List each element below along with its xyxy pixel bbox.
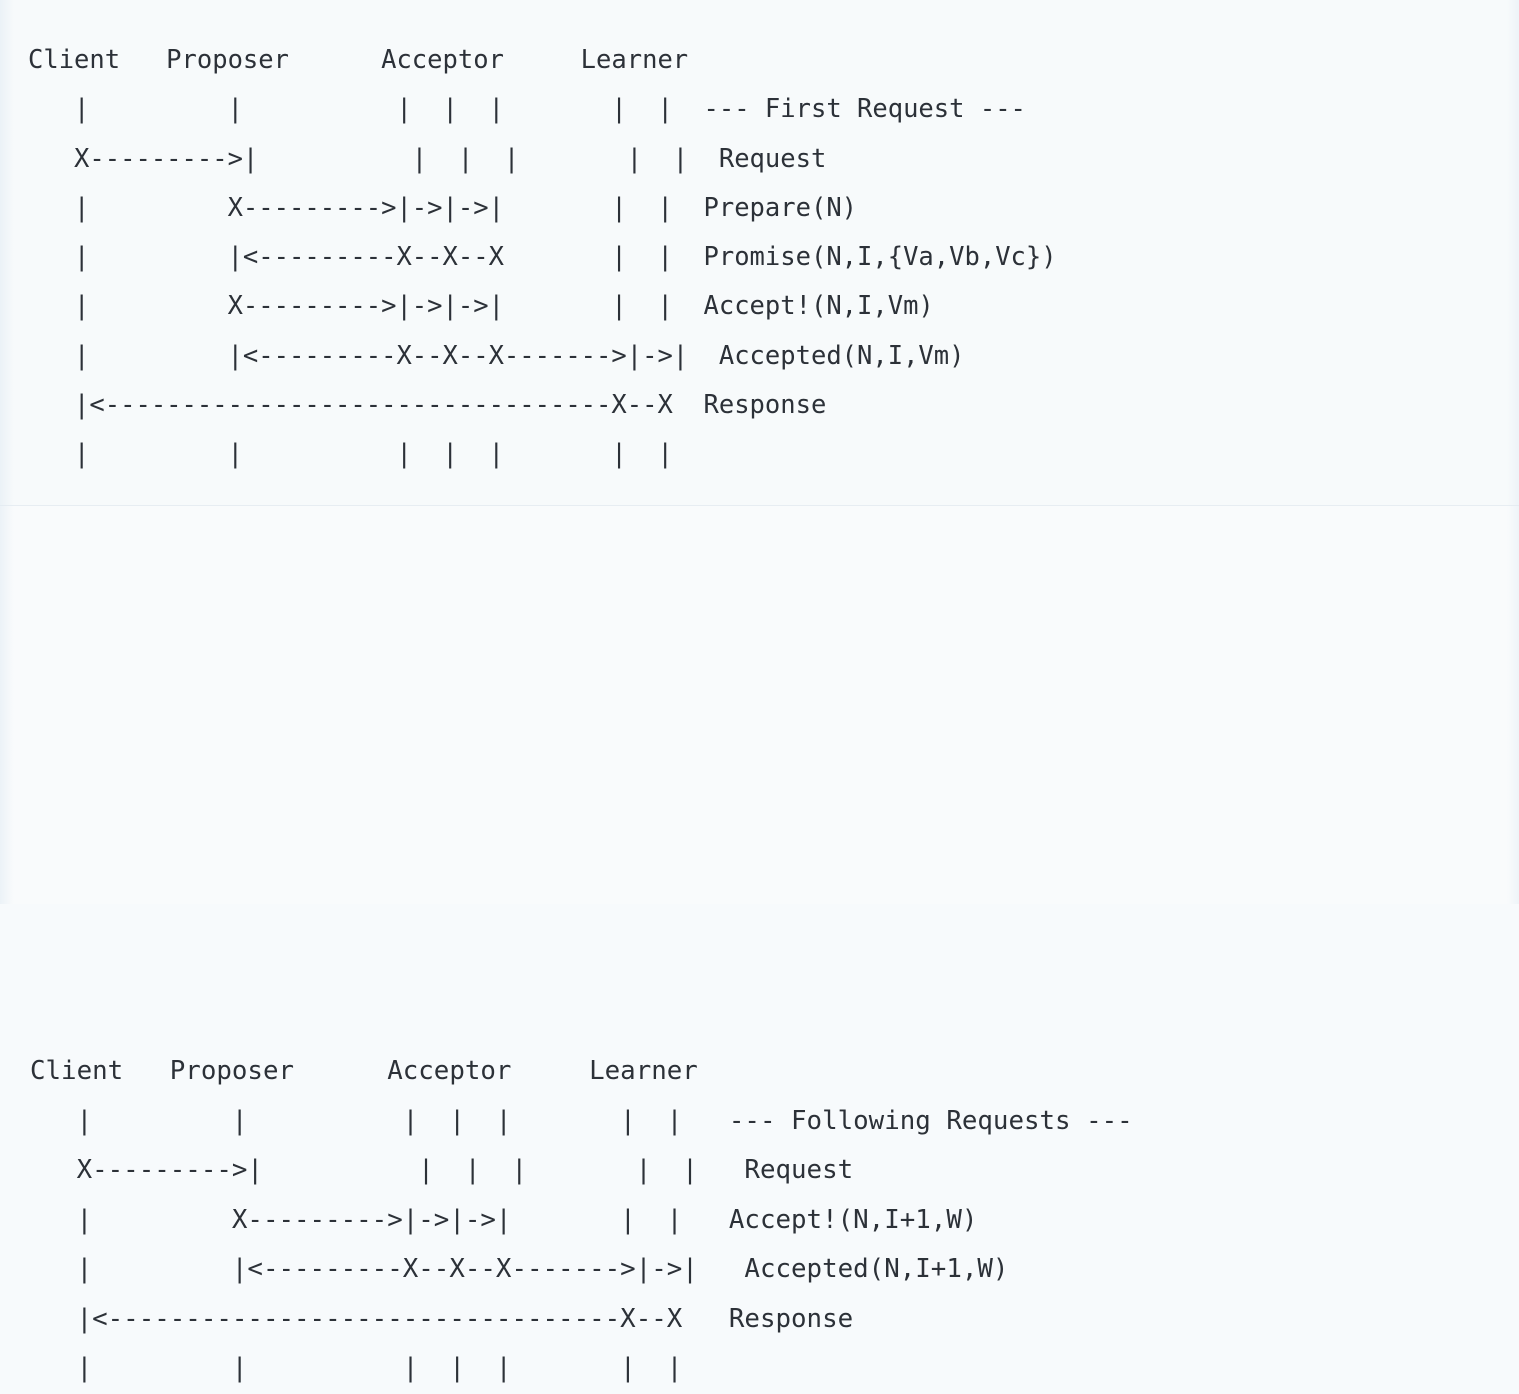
first-request-ascii-diagram: Client Proposer Acceptor Learner | | | |… [28, 45, 1057, 470]
following-requests-panel: Client Proposer Acceptor Learner | | | |… [0, 505, 1519, 1383]
first-request-panel: Client Proposer Acceptor Learner | | | |… [0, 0, 1519, 505]
following-requests-ascii-diagram: Client Proposer Acceptor Learner | | | |… [30, 1056, 1133, 1383]
